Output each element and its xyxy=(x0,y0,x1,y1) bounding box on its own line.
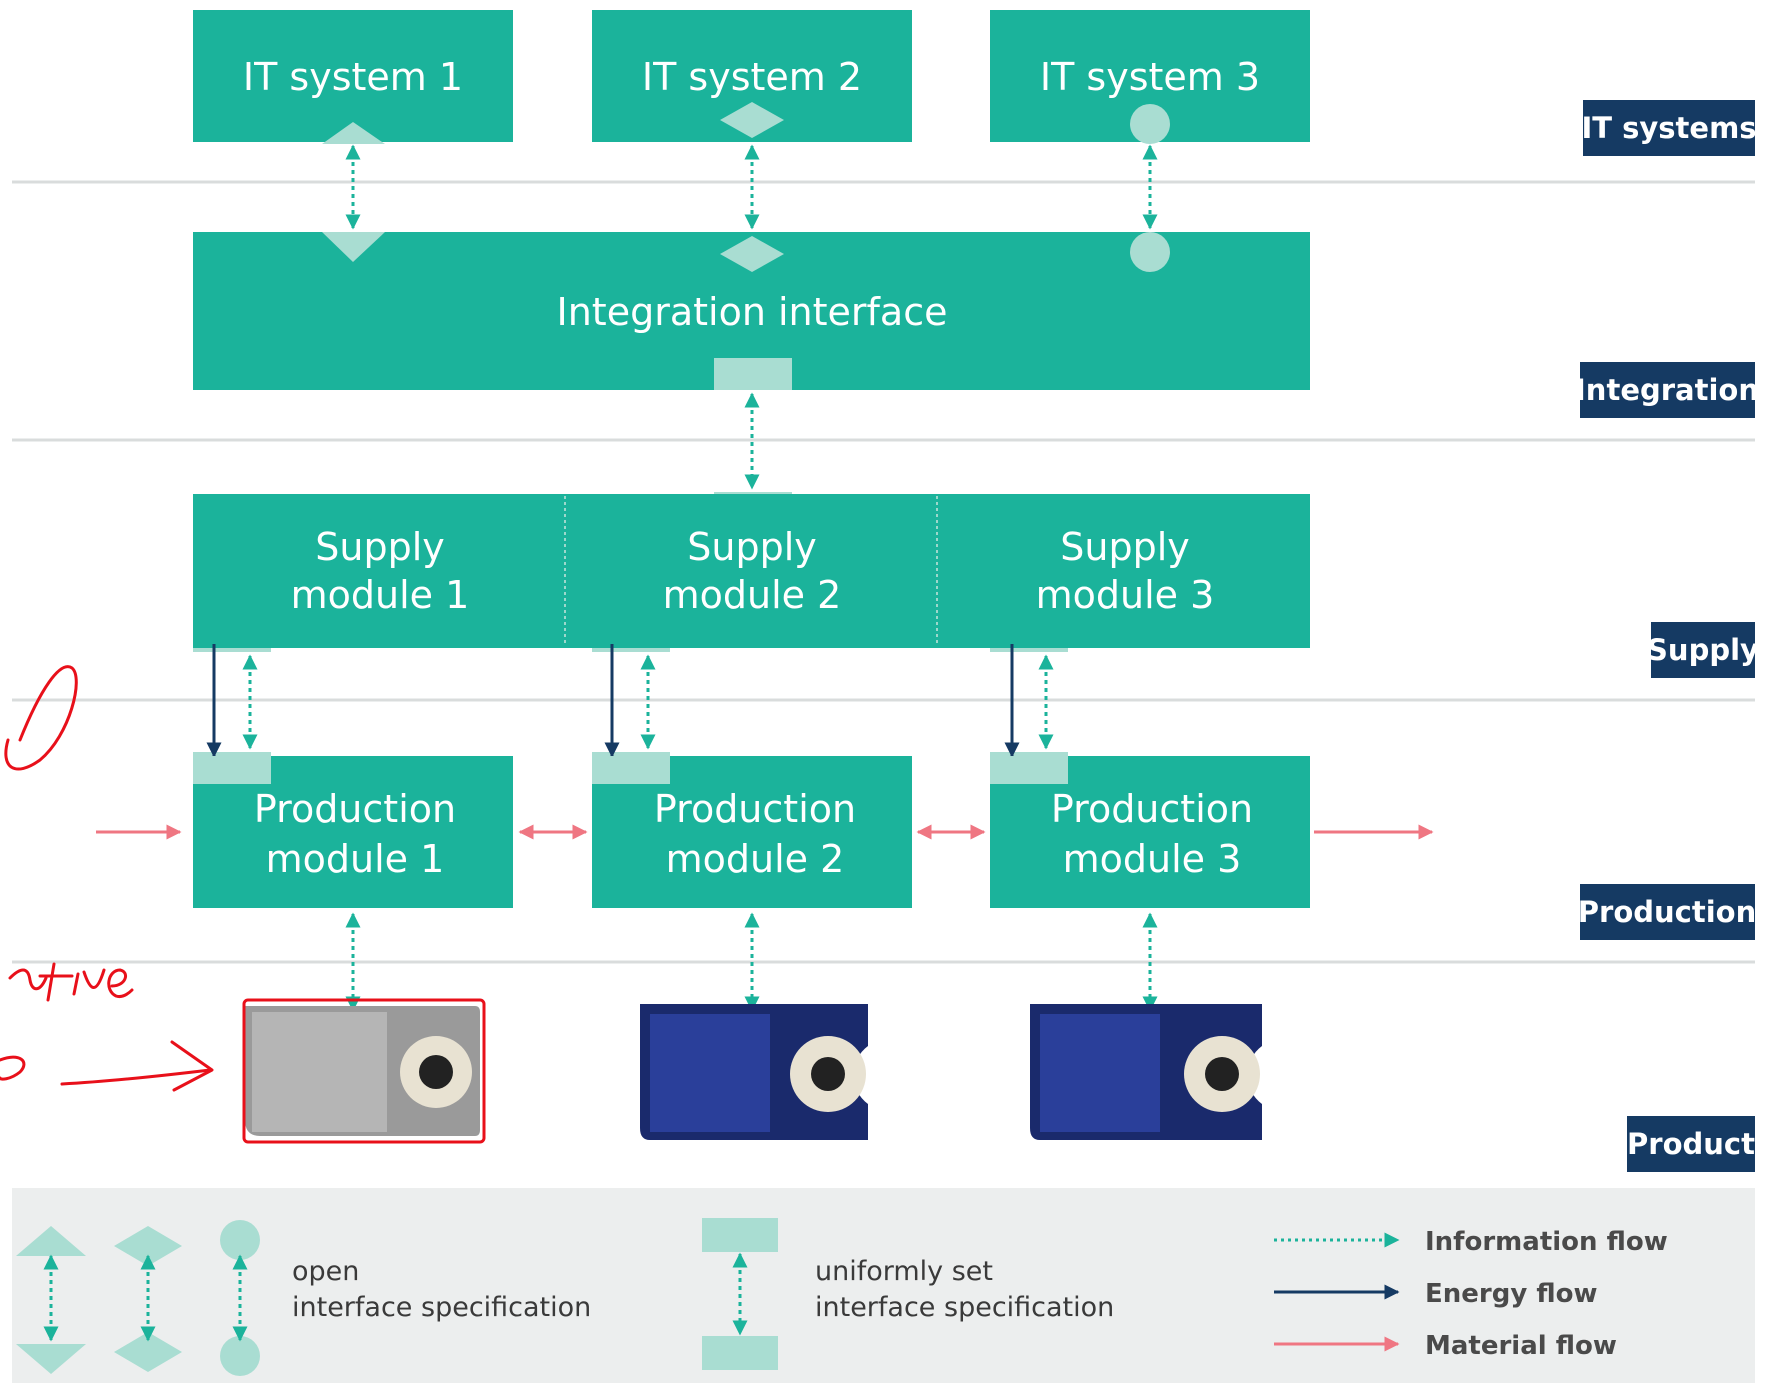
production-module-2-line2: module 2 xyxy=(666,837,845,881)
circle-icon xyxy=(1130,232,1170,272)
legend: open interface specification uniformly s… xyxy=(12,1188,1755,1383)
circle-icon xyxy=(220,1336,260,1376)
supply-module-2-line2: module 2 xyxy=(663,573,842,617)
layer-label-product: Product xyxy=(1627,1116,1755,1172)
it-system-3: IT system 3 xyxy=(990,10,1310,142)
legend-energy-flow: Energy flow xyxy=(1425,1279,1598,1309)
production-module-3-line1: Production xyxy=(1051,787,1253,831)
legend-information-flow: Information flow xyxy=(1425,1227,1668,1257)
open-interface-shapes xyxy=(322,102,1170,272)
product-2 xyxy=(640,1004,868,1140)
svg-text:Production: Production xyxy=(1578,895,1756,929)
layer-label-integration: Integration xyxy=(1575,362,1759,418)
layer-label-it-systems: IT systems xyxy=(1581,100,1757,156)
product-3 xyxy=(1030,1004,1262,1140)
supply-modules: Supply module 1 Supply module 2 Supply m… xyxy=(193,494,1310,648)
production-module-3: Production module 3 xyxy=(990,756,1310,908)
it-system-2-label: IT system 2 xyxy=(642,55,862,99)
legend-open-line1: open xyxy=(292,1256,359,1287)
production-module-1-line1: Production xyxy=(254,787,456,831)
product-1 xyxy=(245,1006,480,1136)
svg-text:Integration: Integration xyxy=(1575,373,1759,407)
triangle-icon xyxy=(322,232,385,262)
production-module-3-line2: module 3 xyxy=(1063,837,1242,881)
energy-flows xyxy=(206,644,1020,758)
svg-text:IT systems: IT systems xyxy=(1581,111,1756,145)
triangle-icon xyxy=(322,122,385,144)
supply-module-2: Supply module 2 xyxy=(663,525,842,617)
production-module-2-line1: Production xyxy=(654,787,856,831)
uniform-interface-legend-icon xyxy=(702,1218,778,1370)
triangle-icon xyxy=(16,1344,86,1374)
diamond-icon xyxy=(720,102,784,138)
supply-module-1: Supply module 1 xyxy=(291,525,470,617)
information-flows xyxy=(242,144,1158,1012)
open-interface-legend-icons xyxy=(16,1220,260,1376)
legend-open-line2: interface specification xyxy=(292,1292,591,1323)
svg-text:Supply: Supply xyxy=(1647,633,1759,667)
circle-icon xyxy=(1130,104,1170,144)
layer-separators xyxy=(12,180,1755,964)
layer-label-production: Production xyxy=(1578,884,1756,940)
legend-uniform-line1: uniformly set xyxy=(815,1256,993,1287)
diamond-icon xyxy=(114,1226,182,1266)
production-module-1-line2: module 1 xyxy=(266,837,445,881)
layer-label-supply: Supply xyxy=(1647,622,1759,678)
diamond-icon xyxy=(720,236,784,272)
production-module-2: Production module 2 xyxy=(592,756,912,908)
supply-module-3-line1: Supply xyxy=(1060,525,1190,569)
supply-module-1-line1: Supply xyxy=(315,525,445,569)
it-system-1-label: IT system 1 xyxy=(243,55,463,99)
legend-flows: Information flow Energy flow Material fl… xyxy=(1274,1227,1668,1361)
supply-module-2-line1: Supply xyxy=(687,525,817,569)
integration-interface-label: Integration interface xyxy=(557,290,948,334)
svg-text:Product: Product xyxy=(1627,1127,1755,1161)
production-module-1: Production module 1 xyxy=(193,756,513,908)
supply-module-1-line2: module 1 xyxy=(291,573,470,617)
triangle-icon xyxy=(16,1226,86,1256)
legend-material-flow: Material flow xyxy=(1425,1331,1617,1361)
supply-module-3: Supply module 3 xyxy=(1036,525,1215,617)
diamond-icon xyxy=(114,1332,182,1372)
handwritten-annotation xyxy=(0,665,486,1144)
circle-icon xyxy=(220,1220,260,1260)
it-system-3-label: IT system 3 xyxy=(1040,55,1260,99)
it-system-1: IT system 1 xyxy=(193,10,513,142)
legend-uniform-line2: interface specification xyxy=(815,1292,1114,1323)
supply-module-3-line2: module 3 xyxy=(1036,573,1215,617)
